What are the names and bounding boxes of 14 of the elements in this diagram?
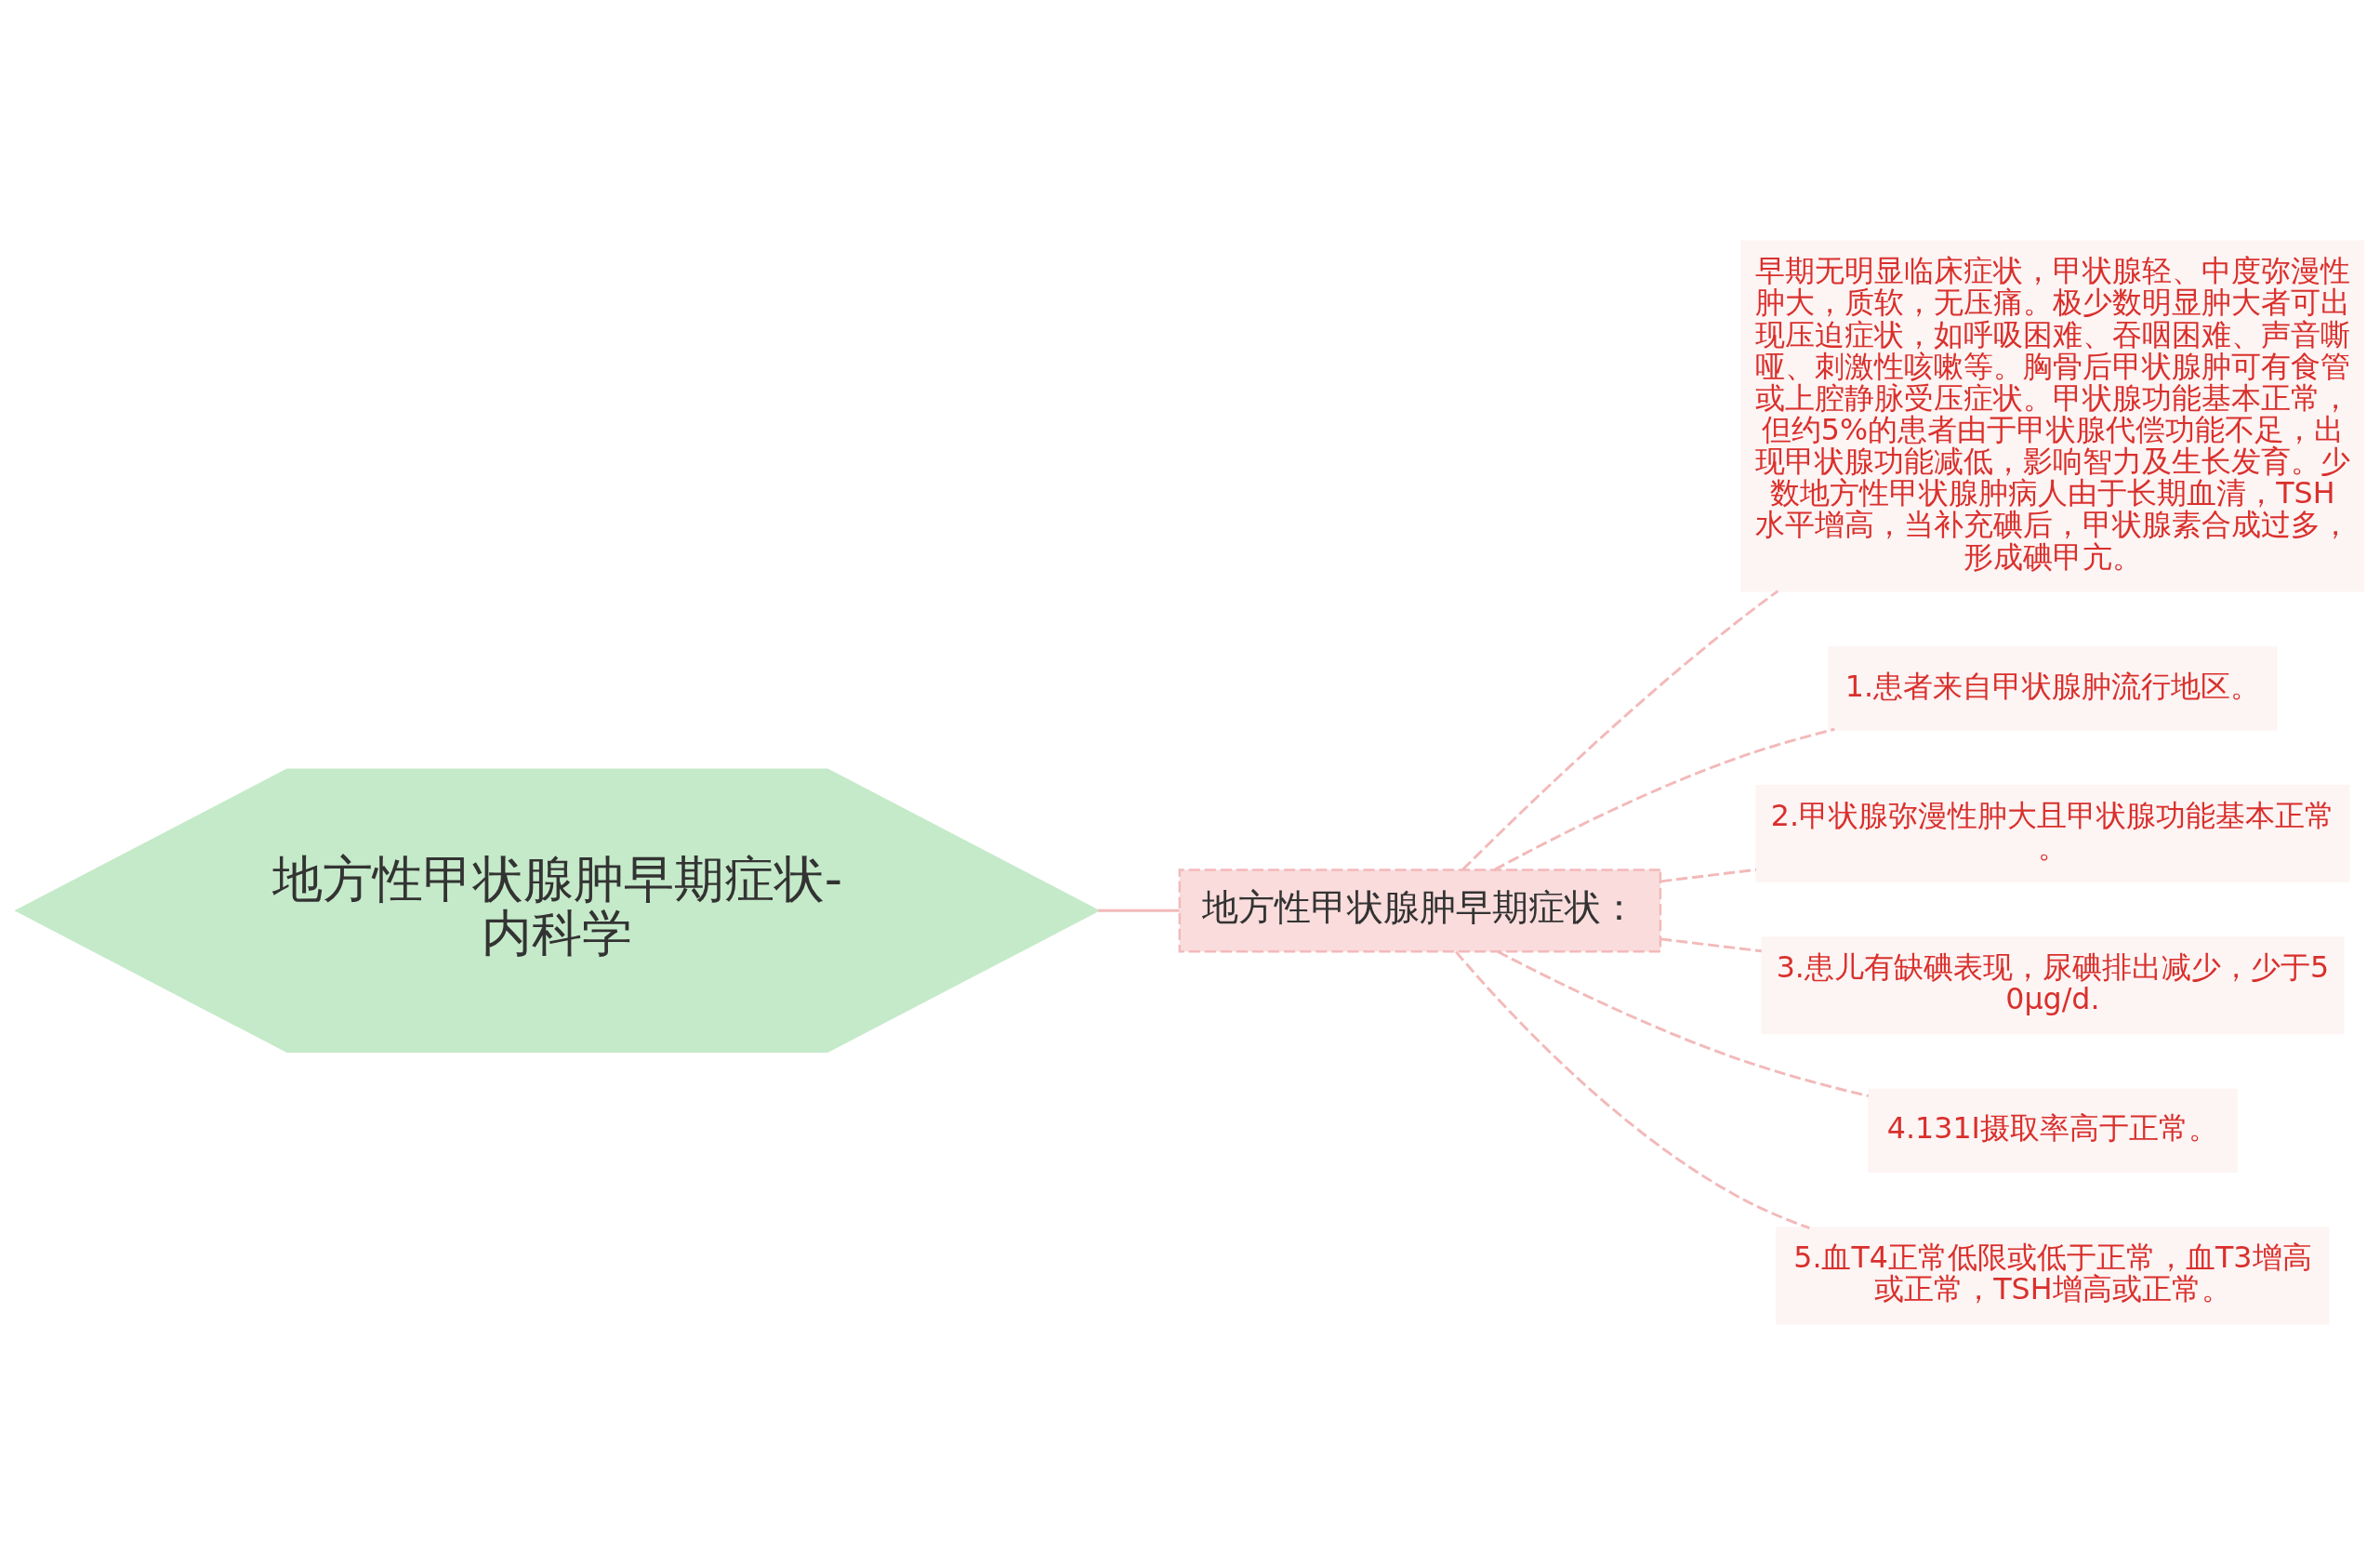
connector [1493,727,1835,871]
node-box: 1.患者来自甲状腺肿流行地区。 [1828,646,2278,731]
connector [1497,950,1870,1097]
node-box: 5.血T4正常低限或低于正常，血T3增高或正常，TSH增高或正常。 [1776,1227,2330,1325]
connector [1098,908,1180,912]
node-box: 早期无明显临床症状，甲状腺轻、中度弥漫性肿大，质软，无压痛。极少数明显肿大者可出现压迫症状，如呼吸困难、吞咽困难、声音嘶哑、刺激性咳嗽等。胸骨后甲状腺肿可有食管或上腔静脉受压症状。甲状腺功能基本正常，但约5%的患者由于甲状腺代偿功能不足，出现甲状腺功能减低，影响智力及生长发育。少数地方性甲状腺肿病人由于长期血清，TSH水平增高，当补充碘后，甲状腺素合成过多，形成碘甲亢。 [1740,240,2365,592]
connector [1461,590,1779,871]
node-box: 地方性甲状腺肿早期症状： [1178,869,1662,953]
connector [1455,950,1810,1229]
connector [1660,868,1757,883]
node-box: 2.甲状腺弥漫性肿大且甲状腺功能基本正常。 [1755,784,2350,882]
node-box: 4.131Ⅰ摄取率高于正常。 [1868,1088,2238,1174]
node-box: 3.患儿有缺碘表现，尿碘排出减少，少于50μg/d. [1761,936,2345,1035]
connector [1660,937,1762,953]
